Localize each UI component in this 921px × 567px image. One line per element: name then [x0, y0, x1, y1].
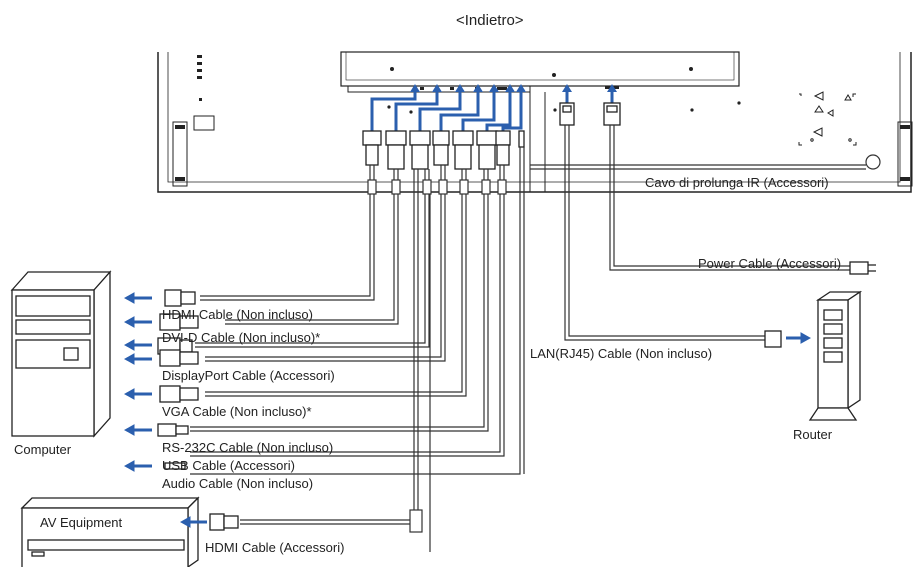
monitor-connectors [362, 102, 621, 170]
computer-label: Computer [14, 442, 72, 457]
av-equipment-icon [20, 496, 200, 567]
cable-label-displayport: DisplayPort Cable (Accessori) [162, 368, 335, 383]
av-equipment-label: AV Equipment [40, 515, 123, 530]
av-arrow [179, 516, 207, 528]
power-cable-label: Power Cable (Accessori) [698, 256, 842, 271]
input-routing [370, 92, 614, 131]
computer-arrows [123, 292, 152, 472]
ir-cable-label: Cavo di prolunga IR (Accessori) [645, 175, 829, 190]
cable-label-rs232c: RS-232C Cable (Non incluso) [162, 440, 334, 455]
computer-tower-icon [10, 270, 112, 438]
computer-plugs [157, 289, 199, 470]
vesa-mount-marks [798, 91, 857, 146]
cable-label-vga: VGA Cable (Non incluso)* [162, 404, 312, 419]
diagram-title: <Indietro> [456, 12, 524, 29]
lan-cable-label: LAN(RJ45) Cable (Non incluso) [530, 346, 713, 361]
lan-plug [764, 330, 782, 348]
router-label: Router [793, 427, 833, 442]
router-arrow [786, 332, 812, 344]
av-hdmi-plug [209, 513, 239, 531]
power-plug [849, 261, 876, 275]
cable-label-dvi: DVI-D Cable (Non incluso)* [162, 330, 321, 345]
cable-ferrites [367, 154, 881, 533]
cable-label-hdmi: HDMI Cable (Non incluso) [162, 307, 313, 322]
cable-label-usb: USB Cable (Accessori) [162, 458, 295, 473]
cable-label-audio: Audio Cable (Non incluso) [162, 476, 314, 491]
input-arrows [410, 84, 617, 92]
av-hdmi-cable-label: HDMI Cable (Accessori) [205, 540, 345, 555]
router-icon [808, 290, 863, 421]
monitor-screws [175, 55, 910, 181]
monitor-back-panel [157, 51, 913, 193]
